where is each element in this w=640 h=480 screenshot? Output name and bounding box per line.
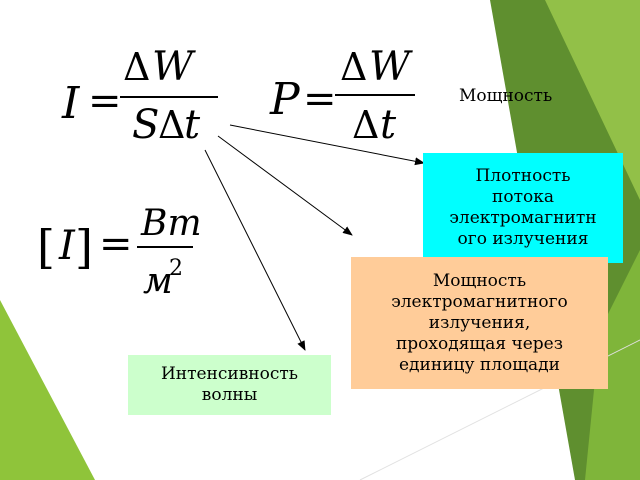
formula-power: P = Δ W Δ t	[265, 40, 435, 150]
arrow-to-flux-density	[229, 124, 425, 166]
formula-p-num-delta: Δ	[340, 45, 367, 89]
formula-unit-exp: 2	[169, 256, 183, 281]
formula-i-den-delta: Δ	[158, 103, 185, 147]
intensity-line: волны	[201, 385, 258, 405]
formula-p-den-var: t	[380, 102, 397, 148]
formula-unit-num: Вт	[140, 203, 202, 244]
arrow-to-intensity	[204, 149, 306, 351]
bottom-left-band	[0, 300, 95, 480]
right-mid-band	[585, 250, 640, 480]
power-per-area-line: единицу площади	[399, 354, 560, 375]
formula-unit: [ I ] = Вт м 2	[35, 195, 205, 305]
formula-i-den-var: t	[184, 102, 201, 148]
formula-i-num-delta: Δ	[123, 45, 150, 89]
formula-unit-rbracket: ]	[75, 220, 93, 274]
intensity-box: Интенсивность волны	[128, 355, 331, 415]
flux-density-box: Плотность потока электромагнитн ого излу…	[423, 153, 623, 263]
power-per-area-line: проходящая через	[395, 333, 564, 354]
intensity-line: Интенсивность	[160, 364, 299, 384]
formula-p-eq: =	[303, 76, 337, 122]
formula-i-eq: =	[88, 78, 122, 124]
flux-density-line: Плотность	[475, 166, 571, 186]
formula-i-lhs: I	[61, 78, 81, 129]
power-per-area-line: Мощность	[432, 270, 527, 291]
formula-intensity: I = Δ W S Δ t	[60, 40, 230, 150]
flux-density-line: электромагнитн	[449, 208, 597, 228]
right-light-band	[545, 0, 640, 200]
formula-p-den-delta: Δ	[352, 103, 379, 147]
formula-unit-var: I	[58, 223, 76, 269]
power-per-area-box: Мощность электромагнитного излучения, пр…	[351, 257, 608, 389]
formula-unit-eq: =	[99, 221, 133, 267]
arrow-to-power-per-area	[217, 135, 353, 236]
flux-density-line: потока	[492, 187, 554, 207]
power-per-area-line: излучения,	[428, 312, 531, 333]
formula-p-num-var: W	[369, 44, 413, 90]
formula-unit-lbracket: [	[37, 220, 55, 274]
formula-i-num-var: W	[152, 44, 196, 90]
formula-unit-den: м	[143, 261, 173, 302]
power-per-area-line: электромагнитного	[391, 291, 568, 312]
flux-density-line: ого излучения	[457, 229, 589, 249]
power-label: Мощность	[459, 86, 553, 106]
formula-p-lhs: P	[269, 74, 301, 125]
formula-i-den-area: S	[132, 102, 159, 148]
